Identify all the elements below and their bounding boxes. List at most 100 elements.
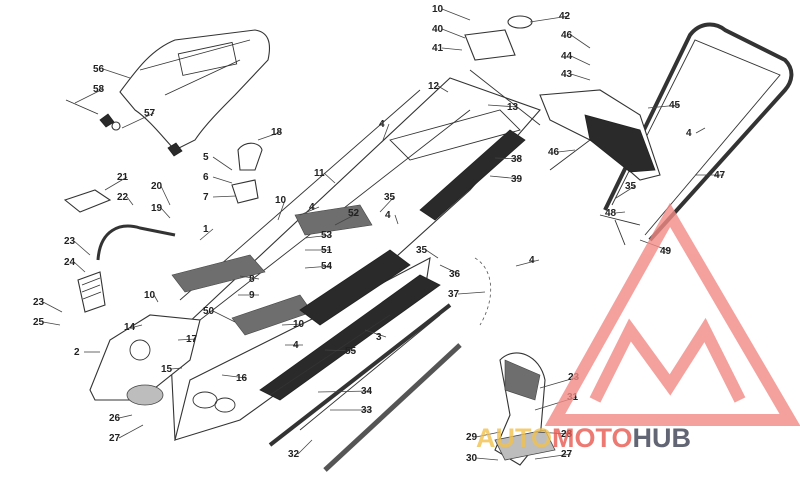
watermark-auto: AUTO <box>476 423 552 453</box>
callout-c23b: 23 <box>33 297 45 308</box>
leader-line-c4e <box>515 259 540 267</box>
leader-line-c10a <box>441 8 471 21</box>
callout-c4f: 4 <box>686 128 692 139</box>
callout-c40: 40 <box>432 24 444 35</box>
leader-line-c10d <box>281 323 304 326</box>
callout-c41: 41 <box>432 43 444 54</box>
leader-line-c18 <box>257 131 282 141</box>
leader-line-c22 <box>126 196 134 206</box>
callout-c28: 28 <box>561 429 573 440</box>
leader-line-c10b <box>277 199 286 221</box>
watermark-moto: MOTO <box>552 423 633 453</box>
tunnel-decal <box>259 129 526 401</box>
callout-c9: 9 <box>249 290 255 301</box>
callout-c23a: 23 <box>64 236 76 247</box>
side-panel-left <box>89 314 201 401</box>
callout-c20: 20 <box>151 181 163 192</box>
callout-c58: 58 <box>93 84 105 95</box>
watermark-text: AUTOMOTOHUB <box>476 423 691 453</box>
callout-c34: 34 <box>361 386 373 397</box>
callout-c38: 38 <box>511 154 523 165</box>
callout-c46b: 46 <box>548 147 560 158</box>
leader-line-c4b <box>299 206 320 216</box>
leader-line-c25 <box>42 321 61 326</box>
leader-line-c26 <box>118 414 133 419</box>
leader-line-c17 <box>177 338 197 341</box>
callout-c2: 2 <box>74 347 80 358</box>
callout-c10d: 10 <box>293 319 305 330</box>
leader-line-c35c <box>615 185 636 199</box>
callout-c1: 1 <box>203 224 209 235</box>
callout-c57: 57 <box>144 108 156 119</box>
callout-c55: 55 <box>345 346 357 357</box>
callout-c11: 11 <box>314 168 325 179</box>
callout-c46a: 46 <box>561 30 573 41</box>
leader-line-c45 <box>647 104 680 109</box>
callout-c29: 29 <box>466 432 478 443</box>
callout-c12: 12 <box>428 81 440 92</box>
leader-line-c6 <box>212 176 233 184</box>
leader-line-c35a <box>379 196 395 213</box>
callout-c45: 45 <box>669 100 681 111</box>
rear-bracket <box>464 15 541 126</box>
leader-line-c3 <box>364 329 387 338</box>
rail-33 <box>323 343 462 472</box>
leader-line-c27b <box>534 453 572 460</box>
leader-line-c29 <box>475 431 501 438</box>
leader-line-c7 <box>212 195 237 198</box>
leader-line-c38 <box>494 157 522 160</box>
callout-c10b: 10 <box>275 195 287 206</box>
callout-c52: 52 <box>348 208 360 219</box>
leader-line-c35b <box>425 249 439 259</box>
callout-c39: 39 <box>511 174 523 185</box>
callout-c27a: 27 <box>109 433 121 444</box>
callout-c49: 49 <box>660 246 672 257</box>
leader-line-c52 <box>334 212 359 226</box>
leader-line-c30 <box>475 457 499 461</box>
leader-line-c48 <box>614 211 626 214</box>
leader-line-c46a <box>570 34 591 49</box>
callout-c47: 47 <box>714 170 726 181</box>
callout-c24: 24 <box>64 257 76 268</box>
callout-c33: 33 <box>361 405 373 416</box>
bracket-7 <box>231 179 259 204</box>
leader-line-c5 <box>212 156 233 171</box>
callout-c26: 26 <box>109 413 121 424</box>
rail-34 <box>299 314 441 431</box>
rear-bumper-frame <box>599 22 794 246</box>
leader-line-c1 <box>199 228 214 241</box>
callout-c25: 25 <box>33 317 45 328</box>
leader-line-c55 <box>324 349 356 352</box>
callout-c4d: 4 <box>293 340 299 351</box>
leader-line-c11 <box>323 172 336 184</box>
callout-c50: 50 <box>203 306 215 317</box>
callout-c35c: 35 <box>625 181 637 192</box>
leader-line-c24 <box>73 261 86 273</box>
callout-c10a: 10 <box>432 4 444 15</box>
leader-line-c37 <box>457 291 486 295</box>
leader-line-c13 <box>487 104 518 108</box>
leader-line-c12 <box>437 85 449 93</box>
callout-c51: 51 <box>321 245 333 256</box>
leader-line-c46b <box>557 149 576 153</box>
leader-line-c15 <box>170 367 183 370</box>
callout-c4c: 4 <box>385 210 391 221</box>
callout-c6: 6 <box>203 172 209 183</box>
callout-c42: 42 <box>559 11 571 22</box>
watermark-hub: HUB <box>633 423 692 453</box>
leader-line-c21 <box>104 176 128 191</box>
footrest-right <box>494 352 556 466</box>
leader-line-c4c <box>394 214 399 225</box>
watermark: AUTOMOTOHUB <box>476 202 800 453</box>
callout-c37: 37 <box>448 289 460 300</box>
callout-c17: 17 <box>186 334 198 345</box>
callout-c10c: 10 <box>144 290 156 301</box>
leader-line-c4a <box>382 123 390 141</box>
leader-line-c8 <box>239 275 260 280</box>
chain-37 <box>474 257 492 326</box>
leader-line-c16 <box>221 374 247 379</box>
callout-c18: 18 <box>271 127 283 138</box>
leader-line-c40 <box>441 28 466 39</box>
callout-c4e: 4 <box>529 255 535 266</box>
leader-line-c50 <box>212 310 236 323</box>
